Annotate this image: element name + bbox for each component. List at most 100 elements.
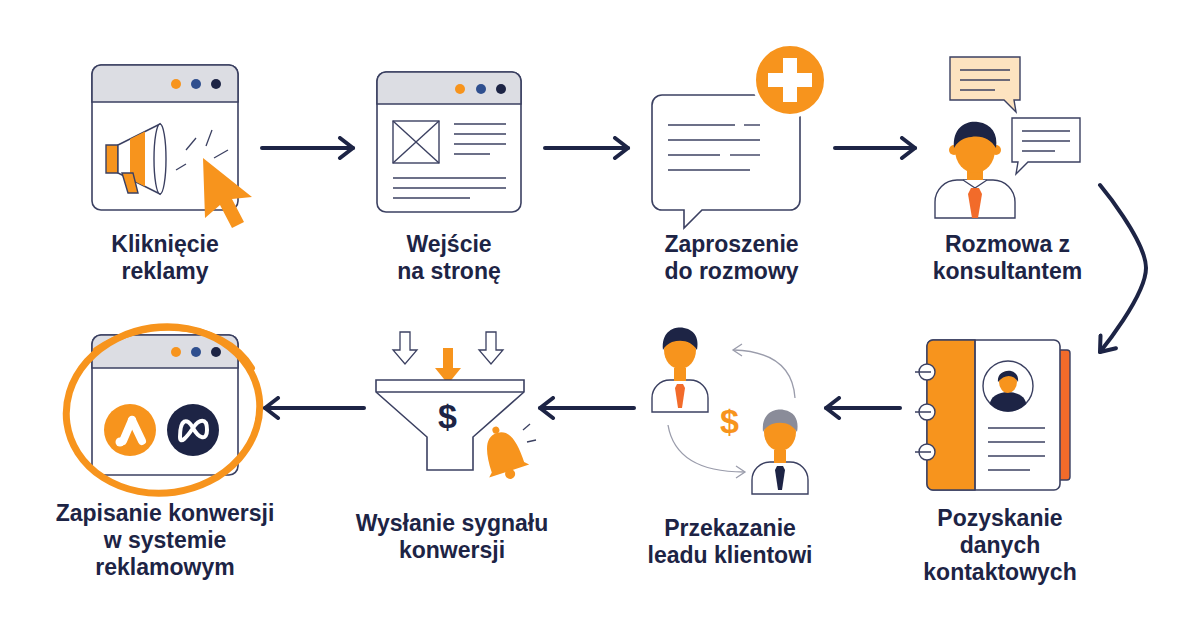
- step-label: Przekazanie leadu klientowi: [644, 515, 816, 569]
- step-label: Zaproszenie do rozmowy: [657, 231, 807, 285]
- consultant-icon: [935, 180, 1015, 218]
- consultant-icon: [963, 180, 987, 188]
- conversion-funnel-icon: [435, 348, 461, 384]
- ad-click-icon: [92, 65, 252, 228]
- process-step: Zapisanie konwersji w systemie reklamowy…: [65, 320, 265, 590]
- lead-handoff-icon: [733, 344, 742, 356]
- web-page-icon: [496, 84, 506, 94]
- step-label: Pozyskanie danych kontaktowych: [920, 505, 1080, 586]
- chat-invite-icon: [668, 169, 750, 170]
- step-label-group: Przekazanie leadu klientowi: [644, 515, 816, 569]
- web-page-icon: [455, 84, 465, 94]
- conversion-funnel-icon: [479, 332, 503, 364]
- ad-system-icon: [191, 347, 201, 357]
- consultant-icon: [960, 69, 1010, 70]
- conversion-funnel-icon: [523, 424, 530, 430]
- lead-handoff-icon: [734, 350, 795, 398]
- lead-handoff-icon: [736, 466, 745, 478]
- step-label-group: Rozmowa z konsultantem: [923, 231, 1093, 285]
- web-page-icon: [393, 187, 506, 188]
- consultant-icon: [1012, 118, 1080, 174]
- flow-arrow: [540, 406, 634, 410]
- process-step: Rozmowa z konsultantem: [915, 60, 1100, 290]
- conversion-funnel-icon: [393, 332, 417, 364]
- flow-arrow: [835, 146, 915, 150]
- contact-book-icon: [915, 372, 931, 452]
- flow-arrow: [826, 406, 900, 410]
- web-page-icon: [393, 121, 439, 163]
- web-page-icon: [454, 133, 506, 134]
- contact-book-icon: [998, 371, 1018, 382]
- conversion-funnel-icon: [477, 426, 529, 477]
- consultant-icon: [1022, 130, 1070, 131]
- web-page-icon: [454, 123, 506, 124]
- ad-system-icon: [104, 404, 156, 456]
- chat-invite-icon: [768, 73, 812, 87]
- chat-invite-icon: [668, 124, 735, 125]
- web-page-icon: [454, 143, 506, 144]
- process-step: Zaproszenie do rozmowy: [628, 60, 835, 290]
- ad-click-icon: [122, 173, 138, 193]
- step-label-group: Wysłanie sygnału konwersji: [350, 510, 555, 564]
- flow-arrow: [545, 146, 628, 150]
- contact-book-icon: [915, 340, 1070, 490]
- contact-book-icon: [974, 340, 975, 490]
- flow-arrow: [265, 406, 364, 410]
- chat-invite-icon: [744, 124, 760, 125]
- consultant-icon: [950, 57, 1020, 112]
- contact-book-icon: [927, 340, 1060, 490]
- contact-book-icon: [990, 392, 1026, 412]
- consultant-icon: [960, 79, 1010, 80]
- conversion-funnel-icon: [504, 468, 517, 481]
- ad-click-icon: [171, 79, 181, 89]
- conversion-funnel-icon: [376, 332, 536, 485]
- ad-system-icon: [55, 314, 270, 505]
- ad-click-icon: [203, 158, 252, 228]
- consultant-icon: [1022, 140, 1070, 141]
- lead-handoff-icon: [652, 380, 708, 412]
- step-label: Kliknięcie reklamy: [105, 231, 225, 285]
- ad-click-icon: [191, 79, 201, 89]
- contact-book-icon: [988, 427, 1045, 428]
- chat-invite-icon: [730, 154, 760, 155]
- ad-system-icon: [55, 314, 270, 505]
- web-page-icon: [393, 121, 439, 163]
- contact-book-icon: [983, 361, 1033, 411]
- process-step: Przekazanie leadu klientowi: [634, 320, 826, 590]
- contact-book-icon: [988, 441, 1045, 442]
- lead-handoff-icon: [675, 384, 685, 408]
- lead-handoff-icon: [752, 462, 808, 494]
- consultant-icon: [954, 122, 997, 148]
- conversion-funnel-icon: [475, 420, 532, 485]
- chat-invite-icon: [652, 44, 826, 228]
- contact-book-icon: [988, 455, 1045, 456]
- consultant-icon: [935, 57, 1080, 218]
- lead-handoff-icon: [652, 328, 808, 494]
- lead-handoff-icon: [775, 466, 785, 490]
- process-step: Wejście na stronę: [353, 60, 545, 290]
- web-page-icon: [393, 197, 470, 198]
- conversion-funnel-icon: [376, 391, 524, 392]
- ad-click-icon: [206, 130, 212, 146]
- web-page-icon: [476, 84, 486, 94]
- web-page-icon: [377, 72, 521, 212]
- process-step: Pozyskanie danych kontaktowych: [900, 320, 1100, 590]
- web-page-icon: [393, 177, 506, 178]
- contact-book-icon: [988, 469, 1030, 470]
- consultant-icon: [1022, 150, 1055, 151]
- conversion-funnel-icon: [527, 440, 536, 442]
- ad-click-icon: [186, 138, 196, 150]
- chat-invite-icon: [754, 44, 826, 116]
- ad-system-icon: [92, 335, 238, 475]
- process-step: Wysłanie sygnału konwersji: [364, 320, 540, 590]
- conversion-funnel-icon: [491, 426, 500, 435]
- lead-handoff-icon: [763, 410, 798, 432]
- ad-system-icon: [116, 438, 125, 447]
- step-label-group: Wejście na stronę: [393, 231, 505, 285]
- step-label-group: Kliknięcie reklamy: [105, 231, 225, 285]
- step-label-group: Zaproszenie do rozmowy: [657, 231, 807, 285]
- ad-system-icon: [211, 347, 221, 357]
- ad-click-icon: [214, 150, 228, 158]
- chat-invite-icon: [668, 154, 720, 155]
